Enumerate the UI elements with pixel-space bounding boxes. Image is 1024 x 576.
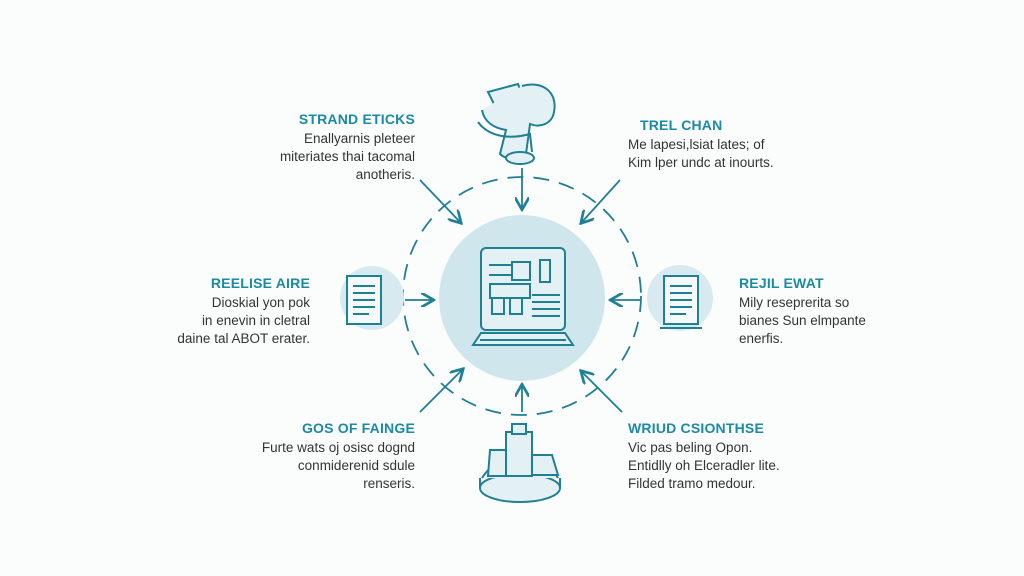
block-text: Dioskial yon pok [211, 295, 310, 310]
block-bottom-left: GOS OF FAINGE Furte wats oj osisc dognd … [230, 419, 415, 493]
document-icon [660, 275, 702, 329]
block-text: anotheris. [355, 167, 415, 182]
block-title: REJIL EWAT [739, 275, 824, 291]
block-text: miteriates thai tacomal [279, 149, 415, 164]
block-mid-left: REELISE AIRE Dioskial yon pok in enevin … [150, 274, 310, 348]
machine-platform-icon [479, 423, 561, 503]
block-text: bianes Sun elmpante [739, 313, 866, 328]
block-text: Me lapesi,lsiat lates; of [628, 137, 765, 152]
block-mid-right: REJIL EWAT Mily reseprerita so bianes Su… [739, 274, 899, 348]
block-bottom-right: WRIUD CSIONTHSE Vic pas beling Opon. Ent… [628, 419, 818, 493]
arrows [405, 168, 640, 413]
block-text: enerfis. [739, 331, 784, 346]
block-text: conmiderenid sdule [297, 458, 415, 473]
block-text: daine tal ABOT erater. [177, 331, 310, 346]
block-text: Furte wats oj osisc dognd [261, 440, 415, 455]
computer-document-icon [471, 247, 575, 346]
block-top-right: TREL CHAN Me lapesi,lsiat lates; of Kim … [628, 116, 808, 172]
document-icon [346, 275, 382, 325]
block-text: Filded tramo medour. [628, 476, 756, 491]
block-text: renseris. [363, 476, 415, 491]
block-top-left: STRAND ETICKS Enallyarnis pleteer miteri… [250, 110, 415, 184]
block-title: STRAND ETICKS [298, 111, 415, 127]
block-title: TREL CHAN [640, 117, 723, 133]
block-text: Vic pas beling Opon. [628, 440, 753, 455]
abstract-ribbon-icon [477, 82, 556, 165]
block-title: WRIUD CSIONTHSE [628, 420, 764, 436]
block-text: Kim lper undc at inourts. [628, 155, 774, 170]
block-title: GOS OF FAINGE [301, 420, 415, 436]
block-title: REELISE AIRE [210, 275, 310, 291]
block-text: Enallyarnis pleteer [303, 131, 415, 146]
block-text: Entidlly oh Elceradler lite. [628, 458, 780, 473]
block-text: Mily reseprerita so [739, 295, 850, 310]
block-text: in enevin in cletral [201, 313, 310, 328]
